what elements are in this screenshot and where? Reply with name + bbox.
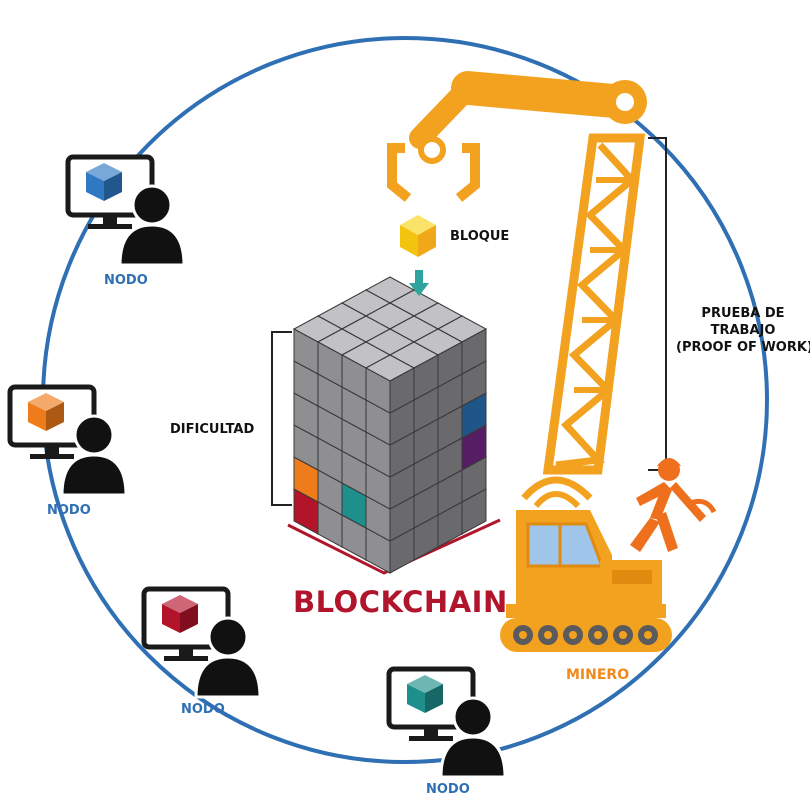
proof-of-work-line-2: TRABAJO: [710, 323, 776, 338]
miner-label: MINERO: [566, 667, 630, 683]
node-3: [141, 586, 262, 699]
user-icon: [118, 184, 186, 267]
difficulty-label: DIFICULTAD: [170, 422, 255, 437]
user-icon: [194, 616, 262, 699]
node-label-2: NODO: [47, 503, 91, 518]
node-label-3: NODO: [181, 702, 225, 717]
node-cube-icon: [86, 163, 122, 201]
blockchain-cube-stack: [292, 276, 488, 574]
down-arrow-icon: [409, 270, 429, 296]
node-label-1: NODO: [104, 273, 148, 288]
node-cube-icon: [407, 675, 443, 713]
stack-cube: [364, 354, 416, 414]
proof-of-work-label: PRUEBA DE TRABAJO (PROOF OF WORK): [676, 305, 810, 356]
node-2: [7, 384, 128, 497]
node-4: [386, 666, 507, 779]
miner-worker-icon: [630, 458, 717, 552]
block-label: BLOQUE: [450, 229, 510, 244]
proof-of-work-bracket: [648, 137, 667, 471]
user-icon: [60, 414, 128, 497]
difficulty-bracket: [271, 331, 292, 506]
crane: [387, 71, 672, 652]
proof-of-work-line-1: PRUEBA DE: [701, 306, 785, 321]
blockchain-chevron: [287, 518, 501, 575]
node-label-4: NODO: [426, 782, 470, 797]
proof-of-work-line-3: (PROOF OF WORK): [676, 340, 810, 355]
user-icon: [439, 696, 507, 779]
node-cube-icon: [162, 595, 198, 633]
node-cube-icon: [28, 393, 64, 431]
node-1: [65, 154, 186, 267]
blockchain-title: BLOCKCHAIN: [293, 585, 508, 619]
new-block-cube: [400, 215, 436, 257]
